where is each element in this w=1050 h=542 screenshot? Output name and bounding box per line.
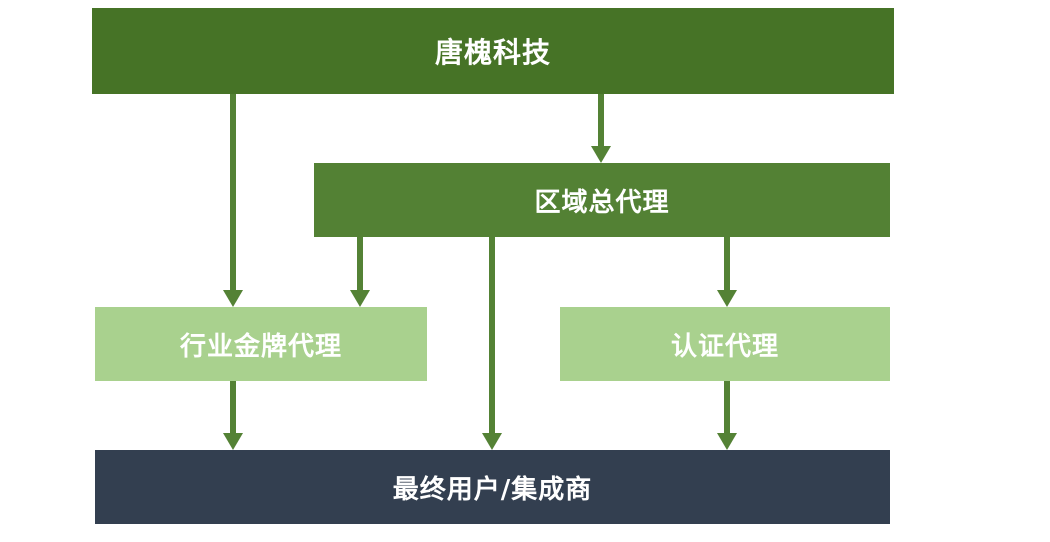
arrow-cert-to-end-shaft	[724, 381, 730, 433]
arrow-region-to-end-head	[482, 433, 502, 450]
arrow-region-to-end-shaft	[489, 237, 495, 433]
node-regional-agent-label: 区域总代理	[534, 187, 670, 218]
node-end-user-integrator: 最终用户/集成商	[95, 450, 890, 524]
node-end-user-integrator-label: 最终用户/集成商	[392, 474, 593, 505]
node-certified-agent-label: 认证代理	[670, 331, 779, 362]
arrow-top-to-region-shaft	[598, 94, 604, 146]
node-industry-gold-agent-label: 行业金牌代理	[179, 331, 342, 362]
arrow-region-to-gold-head	[350, 290, 370, 307]
arrow-gold-to-end-head	[223, 433, 243, 450]
node-company: 唐槐科技	[92, 8, 894, 94]
arrow-top-to-gold-head	[223, 290, 243, 307]
arrow-top-to-gold-shaft	[230, 94, 236, 290]
arrow-top-to-region-head	[591, 146, 611, 163]
arrow-gold-to-end-shaft	[230, 381, 236, 433]
arrow-region-to-cert-head	[717, 290, 737, 307]
arrow-region-to-gold-shaft	[357, 237, 363, 290]
arrow-region-to-cert-shaft	[724, 237, 730, 290]
arrow-cert-to-end-head	[717, 433, 737, 450]
node-industry-gold-agent: 行业金牌代理	[95, 307, 427, 381]
node-company-label: 唐槐科技	[434, 36, 551, 69]
node-regional-agent: 区域总代理	[314, 163, 890, 237]
node-certified-agent: 认证代理	[560, 307, 890, 381]
